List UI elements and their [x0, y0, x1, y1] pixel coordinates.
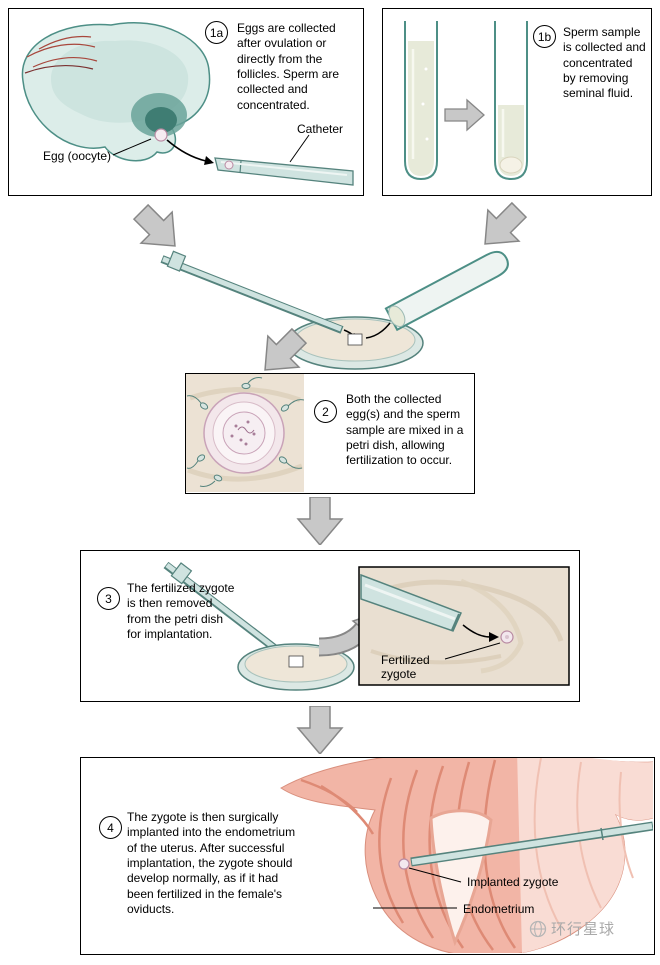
implanted-zygote-label: Implanted zygote — [467, 875, 559, 889]
watermark: 环行星球 — [529, 918, 615, 939]
fertilized-zygote-label: Fertilized zygote — [381, 653, 430, 682]
step-number: 1a — [209, 25, 224, 40]
endometrium-label: Endometrium — [463, 902, 535, 916]
step-number: 1b — [537, 29, 552, 44]
zygote-label-line — [444, 642, 501, 660]
panel-step-1a: 1a Eggs are collected after ovulation or… — [8, 8, 364, 196]
step-number: 2 — [322, 404, 329, 419]
magnified-inset — [358, 566, 570, 686]
ovary-illustration — [21, 21, 354, 186]
egg-cell — [154, 128, 168, 142]
mixing-illustration — [132, 201, 528, 371]
step-badge-1a: 1a — [205, 21, 228, 44]
panel-step-2: 2 Both the collected egg(s) and the sper… — [185, 373, 475, 494]
step-text-2: Both the collected egg(s) and the sperm … — [346, 392, 464, 468]
pour-arrow-right — [365, 322, 391, 339]
flow-arrow-from-1a-icon — [132, 203, 176, 247]
test-tubes-illustration — [404, 21, 528, 181]
catheter-illustration — [163, 561, 284, 657]
flow-arrow-down-icon — [296, 706, 344, 754]
blood-vessels — [26, 35, 98, 68]
sperm-cells — [186, 377, 304, 487]
step-number: 3 — [105, 591, 112, 606]
catheter-illustration — [214, 157, 354, 186]
catheter-illustration — [160, 250, 344, 334]
flow-arrow-right-icon — [444, 98, 485, 132]
egg-nucleus-detail — [230, 420, 256, 446]
step-badge-4: 4 — [99, 816, 122, 839]
uterus-illustration — [280, 758, 653, 953]
watermark-text: 环行星球 — [551, 921, 616, 938]
step-text-3: The fertilized zygote is then removed fr… — [127, 581, 235, 642]
egg-oocyte-label: Egg (oocyte) — [43, 149, 112, 163]
panel-step-3: 3 The fertilized zygote is then removed … — [80, 550, 580, 702]
panel-step-1b: 1b Sperm sample is collected and concent… — [382, 8, 652, 196]
step-number: 4 — [107, 820, 114, 835]
step-text-4: The zygote is then surgically implanted … — [127, 810, 296, 917]
zygote-removal-illustration — [163, 561, 570, 691]
step-text-1a: Eggs are collected after ovulation or di… — [237, 21, 340, 112]
panel-step-4: 4 The zygote is then surgically implante… — [80, 757, 655, 955]
catheter-label: Catheter — [297, 122, 344, 136]
flow-arrow-down-icon — [296, 497, 344, 545]
zygote-highlight-box — [347, 333, 363, 346]
zygote-arrow — [462, 624, 492, 638]
flow-arrow-to-step2-icon — [264, 327, 308, 371]
step-badge-1b: 1b — [533, 25, 556, 48]
step-badge-2: 2 — [314, 400, 337, 423]
magnified-catheter-tip — [360, 573, 463, 632]
test-tube-concentrated-sample — [494, 21, 528, 181]
implanted-zygote-label-line — [408, 867, 462, 883]
catheter-label-line — [289, 134, 310, 163]
step-text-1b: Sperm sample is collected and concentrat… — [563, 25, 646, 101]
step-badge-3: 3 — [97, 587, 120, 610]
tilted-test-tube-illustration — [384, 250, 509, 332]
test-tube-raw-sample — [404, 21, 438, 181]
implanted-zygote-cell — [398, 858, 410, 870]
flow-arrow-from-1b-icon — [484, 201, 528, 245]
zygote-highlight-box — [288, 655, 304, 668]
egg-to-catheter-arrow — [166, 139, 207, 162]
egg-cell-illustration — [186, 374, 304, 492]
egg-label-line — [112, 138, 152, 156]
globe-icon — [529, 920, 547, 937]
catheter-illustration — [410, 821, 653, 867]
